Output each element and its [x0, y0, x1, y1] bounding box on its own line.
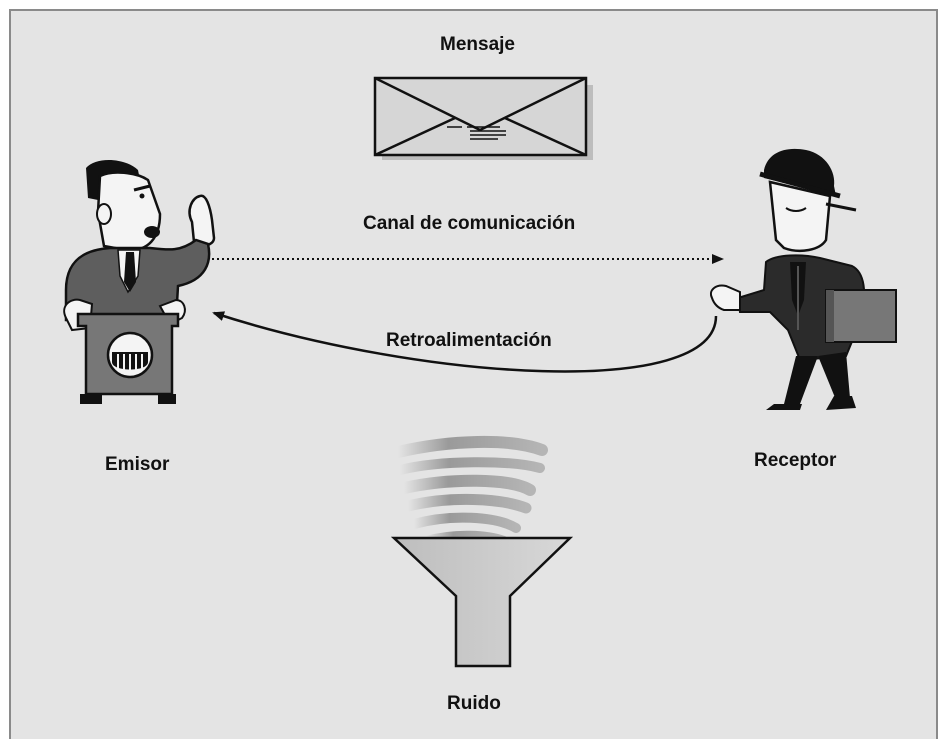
noise-waves: [392, 435, 548, 544]
noise-label: Ruido: [447, 693, 501, 714]
funnel-shape: [390, 536, 574, 668]
sender-label: Emisor: [105, 454, 170, 475]
receiver-label: Receptor: [754, 450, 837, 471]
noise-funnel-icon: [390, 435, 574, 668]
feedback-label: Retroalimentación: [386, 330, 552, 351]
receiver-figure: [710, 148, 897, 410]
feedback-arrow: [212, 311, 718, 373]
channel-label: Canal de comunicación: [363, 213, 576, 234]
message-label: Mensaje: [440, 34, 515, 55]
envelope-icon: [373, 76, 593, 160]
sender-figure: [63, 159, 216, 404]
